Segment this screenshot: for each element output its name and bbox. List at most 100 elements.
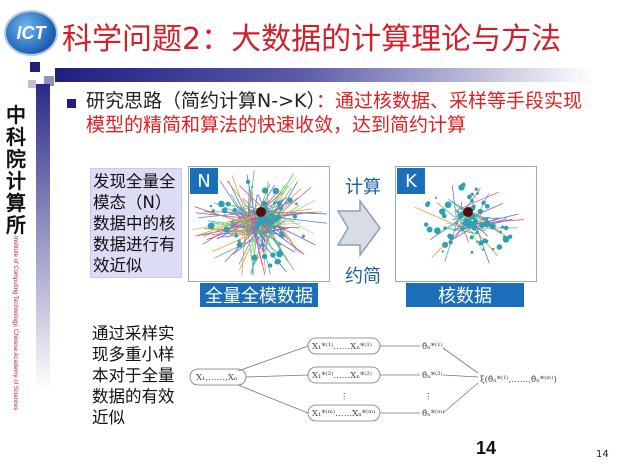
graph-node xyxy=(472,226,477,231)
graph-node xyxy=(260,243,264,247)
source-sample: X₁,……,Xₙ xyxy=(196,373,238,383)
side-bar xyxy=(36,84,50,444)
graph-edge xyxy=(268,173,294,216)
graph-edge xyxy=(444,222,464,226)
graph-node xyxy=(507,234,513,239)
graph-node xyxy=(482,218,485,221)
graph-edge xyxy=(268,226,288,261)
estimate-1: θ̂ₙ*⁽¹⁾ xyxy=(422,341,443,352)
graph-node xyxy=(456,210,460,214)
graph-hub xyxy=(463,207,473,217)
graph-edge xyxy=(274,220,291,225)
page-number: 14 xyxy=(476,438,497,458)
graph-edge xyxy=(266,185,288,225)
graph-node xyxy=(467,219,471,223)
sampling-note: 通过采样实现多重小样本对于全量数据的有效近似 xyxy=(92,324,175,427)
graph-node xyxy=(491,247,495,251)
graph-node xyxy=(263,224,267,228)
graph-node xyxy=(477,208,483,215)
graph-node xyxy=(278,242,282,246)
graph-node xyxy=(234,233,239,238)
graph-node xyxy=(258,219,264,225)
graph-node xyxy=(441,250,444,253)
graph-node xyxy=(462,218,466,222)
slide-title: 科学问题2：大数据的计算理论与方法 xyxy=(62,22,562,57)
graph-node xyxy=(221,207,228,214)
graph-node xyxy=(500,225,505,229)
graph-node xyxy=(262,217,269,224)
graph-node xyxy=(485,217,489,221)
decor-square xyxy=(28,80,36,88)
graph-node xyxy=(448,240,453,245)
graph-node xyxy=(434,196,437,199)
graph-node xyxy=(272,187,280,195)
graph-node xyxy=(274,259,280,265)
resample-2: X₁*⁽²⁾……Xₙ*⁽²⁾ xyxy=(312,371,372,381)
graph-node xyxy=(425,202,430,208)
graph-node xyxy=(273,225,277,229)
graph-node xyxy=(268,210,271,213)
graph-node xyxy=(439,208,446,215)
graph-edge xyxy=(451,184,457,218)
graph-edge xyxy=(430,215,466,240)
graph-edge xyxy=(250,221,276,228)
graph-node xyxy=(301,234,305,238)
graph-edge xyxy=(239,185,274,219)
graph-node xyxy=(269,213,274,218)
graph-node xyxy=(461,182,466,188)
header-bar xyxy=(55,68,595,82)
graph-node xyxy=(218,200,225,208)
graph-edge xyxy=(252,231,287,273)
graph-node xyxy=(481,200,486,205)
reduce-label: 约简 xyxy=(345,266,381,287)
graph-node xyxy=(278,231,285,238)
graph-node xyxy=(273,200,276,204)
graph-edge xyxy=(248,210,263,265)
graph-hub xyxy=(256,207,266,217)
graph-edge xyxy=(436,202,457,219)
graph-node xyxy=(223,226,230,233)
graph-node xyxy=(482,248,485,251)
resample-m: X₁*⁽ᵐ⁾……Xₙ*⁽ᵐ⁾ xyxy=(312,409,375,419)
graph-node xyxy=(476,191,479,195)
graph-node xyxy=(483,220,491,228)
graph-node xyxy=(267,226,271,229)
graph-node xyxy=(251,254,258,261)
graph-edge xyxy=(232,223,261,234)
graph-node xyxy=(469,235,474,240)
graph-edge xyxy=(460,231,468,236)
dots: ⋮ xyxy=(424,392,433,402)
graph-node xyxy=(502,236,510,243)
graph-node xyxy=(470,192,474,196)
graph-node xyxy=(456,222,459,225)
graph-edge xyxy=(251,217,266,242)
page-number-small: 14 xyxy=(596,449,609,460)
k-corner-label: K xyxy=(397,168,425,194)
graph-node xyxy=(492,219,496,222)
graph-node xyxy=(261,187,269,194)
ict-logo: ICT xyxy=(4,10,58,56)
graph-edge xyxy=(468,219,525,225)
graph-node xyxy=(261,253,268,260)
bootstrap-diagram: X₁,……,Xₙ X₁*⁽¹⁾……Xₙ*⁽¹⁾ X₁*⁽²⁾……Xₙ*⁽²⁾ X… xyxy=(189,337,557,422)
resample-1: X₁*⁽¹⁾……Xₙ*⁽¹⁾ xyxy=(312,342,372,352)
graph-node xyxy=(232,207,238,213)
aggregate-result: ξ(θ̂ₙ*⁽¹⁾,……,θ̂ₙ*⁽ᵐ⁾) xyxy=(480,374,557,385)
graph-node xyxy=(251,186,254,189)
graph-node xyxy=(279,206,283,211)
graph-edge xyxy=(445,227,478,235)
bullet-rest: ：通过核数据、采样等手段实现模型的精简和算法的快速收敛，达到简约计算 xyxy=(86,90,582,136)
graph-node xyxy=(502,235,506,238)
graph-node xyxy=(272,217,278,223)
graph-node xyxy=(474,220,478,224)
compute-label: 计算 xyxy=(345,177,381,198)
bullet-icon xyxy=(67,99,76,108)
graph-node xyxy=(484,203,490,209)
decor-square xyxy=(44,76,54,86)
graph-node xyxy=(276,201,282,206)
graph-edge xyxy=(219,180,250,226)
core-data-graph: K xyxy=(395,166,537,282)
graph-node xyxy=(287,197,293,203)
calligraphy-logo: 中科院计算所 xyxy=(6,103,26,237)
graph-node xyxy=(442,241,449,248)
